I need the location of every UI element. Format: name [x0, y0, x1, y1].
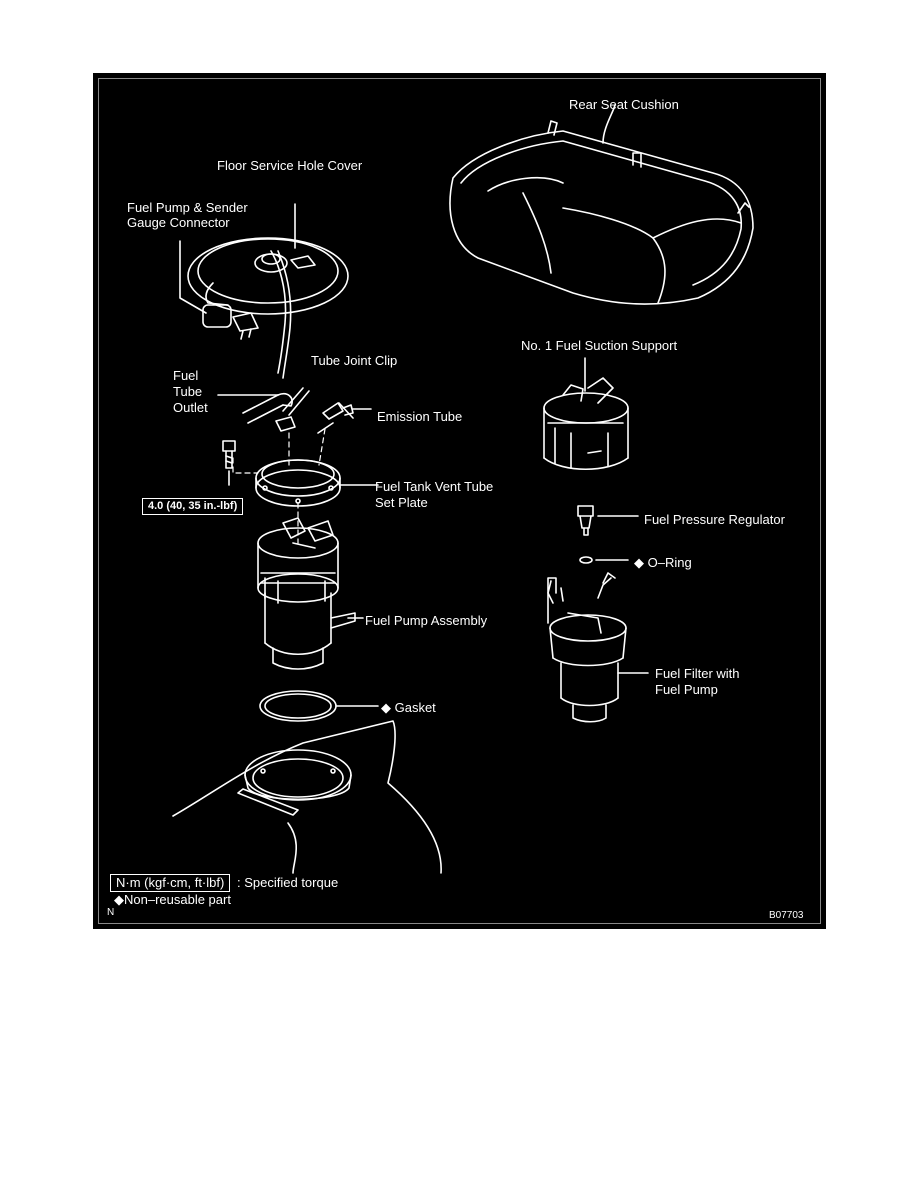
o-ring-drawing [579, 556, 629, 564]
torque-spec-box: 4.0 (40, 35 in.-lbf) [142, 498, 244, 515]
fuel-tank-floor-drawing [172, 720, 442, 874]
label-vent-tube-plate-line1: Fuel Tank Vent Tube [375, 479, 494, 494]
label-no1-fuel-suction-support: No. 1 Fuel Suction Support [521, 338, 678, 353]
label-tube-joint-clip: Tube Joint Clip [311, 353, 398, 368]
label-fuel-filter-line2: Fuel Pump [655, 682, 718, 697]
label-fuel-tube-outlet-line1: Fuel [173, 368, 199, 383]
label-gasket: ◆ Gasket [381, 700, 436, 715]
fuel-tube-outlet-drawing [217, 387, 372, 434]
label-rear-seat-cushion: Rear Seat Cushion [569, 97, 679, 112]
label-fuel-filter-line1: Fuel Filter with [655, 666, 740, 681]
diagram-border [98, 78, 821, 924]
fuel-filter-drawing [547, 572, 649, 723]
exploded-view-drawing [172, 104, 754, 874]
label-fuel-pump-assembly: Fuel Pump Assembly [365, 613, 488, 628]
legend-torque-text: : Specified torque [237, 875, 339, 890]
rear-seat-cushion-drawing [449, 104, 754, 305]
label-fuel-tube-outlet-line3: Outlet [173, 400, 208, 415]
label-fuel-tube-outlet-line2: Tube [173, 384, 203, 399]
fuel-pressure-regulator-drawing [577, 505, 639, 536]
label-floor-service-hole-cover: Floor Service Hole Cover [217, 158, 363, 173]
legend-non-reusable: ◆Non–reusable part [114, 892, 231, 907]
floor-service-hole-cover-drawing [187, 203, 349, 379]
vent-tube-set-plate-drawing [255, 459, 379, 507]
figure-code: B07703 [769, 910, 804, 921]
bolt-drawing [222, 440, 236, 486]
label-vent-tube-plate-line2: Set Plate [375, 495, 428, 510]
label-fuel-pump-sender-line2: Gauge Connector [127, 215, 230, 230]
label-fuel-pressure-regulator: Fuel Pressure Regulator [644, 512, 785, 527]
label-emission-tube: Emission Tube [377, 409, 463, 424]
fuel-pump-assembly-drawing [257, 517, 364, 670]
label-o-ring: ◆ O–Ring [634, 555, 692, 570]
legend-corner-letter: N [107, 907, 115, 918]
label-fuel-pump-sender-line1: Fuel Pump & Sender [127, 200, 248, 215]
gasket-drawing [259, 690, 379, 722]
legend-torque-units: N·m (kgf·cm, ft·lbf) [110, 874, 231, 892]
diagram-frame: Rear Seat Cushion Floor Service Hole Cov… [93, 73, 826, 929]
no1-fuel-suction-support-drawing [543, 357, 629, 471]
